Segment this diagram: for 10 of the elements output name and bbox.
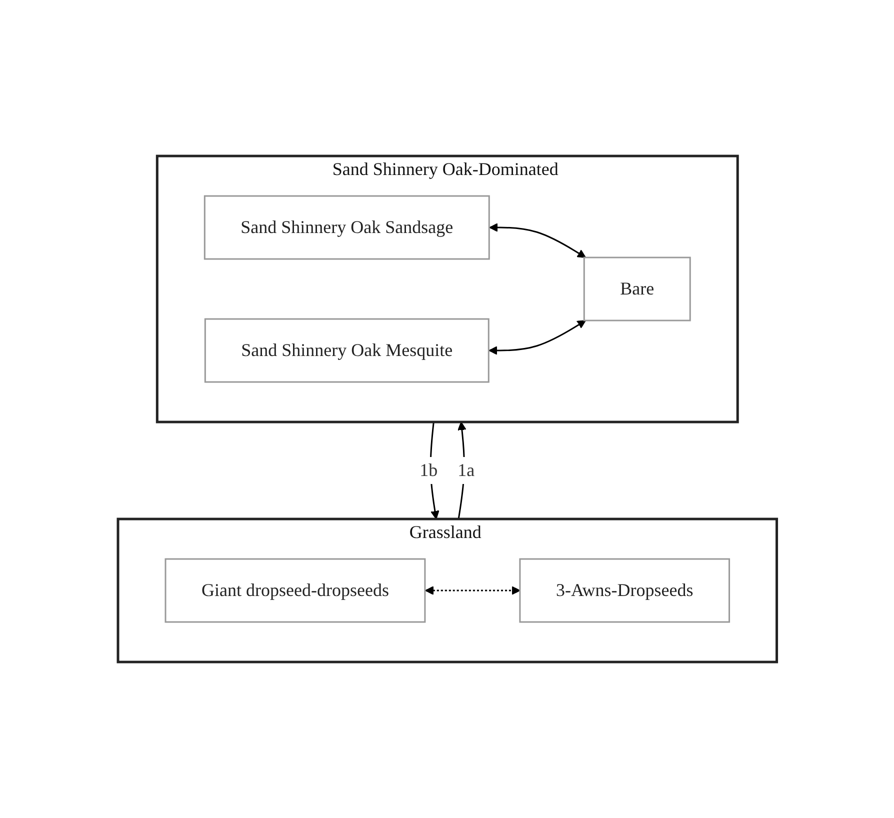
edge-label: 1a: [457, 460, 474, 480]
edge-label: 1b: [419, 460, 438, 480]
node-box: Sand Shinnery Oak Mesquite: [204, 318, 489, 383]
arrow: [488, 223, 586, 258]
node-box: Bare: [583, 256, 690, 322]
arrow: [488, 320, 586, 355]
arrow: [424, 586, 520, 595]
node-box: Sand Shinnery Oak Sandsage: [204, 195, 490, 260]
node-box: Giant dropseed-dropseeds: [164, 558, 426, 623]
node-box: 3-Awns-Dropseeds: [518, 558, 730, 623]
